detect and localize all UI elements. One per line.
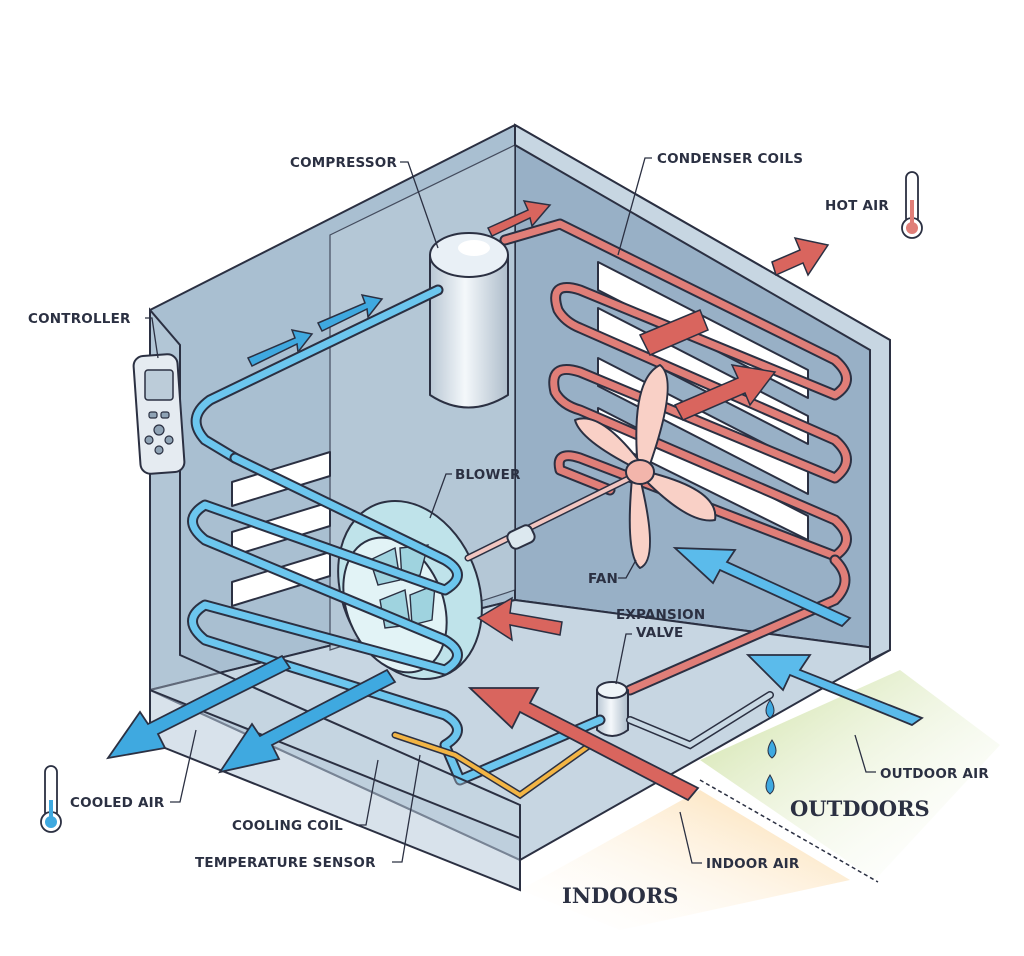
compressor [429, 232, 509, 409]
side-panel-right [514, 123, 891, 662]
indoor-air-label: INDOOR AIR [706, 856, 800, 872]
hot-air-arrow-mid [638, 309, 709, 356]
outdoors-zone-label: OUTDOORS [790, 796, 930, 821]
cooling-coil [187, 452, 606, 786]
boundary-line [699, 779, 879, 883]
outdoor-air-label: OUTDOOR AIR [880, 766, 989, 782]
water-drops [765, 699, 777, 795]
outdoor-ground [700, 670, 1000, 880]
indoor-air-arrow-blower [476, 596, 563, 642]
fan-label: FAN [588, 571, 618, 587]
refrigerant-line-cold [190, 284, 444, 464]
blower-label: BLOWER [455, 467, 521, 483]
hot-air-arrow-fan [673, 364, 777, 421]
fan-blade-bottom [628, 477, 651, 569]
water-drop-icon [765, 699, 775, 719]
labels: COMPRESSOR CONDENSER COILS HOT AIR CONTR… [28, 151, 989, 908]
discharge-arrow [486, 200, 552, 237]
hot-air-label: HOT AIR [825, 198, 889, 214]
cooled-air-arrow-1 [106, 654, 292, 760]
expansion-valve-label-1: EXPANSION [616, 607, 705, 623]
indoors-zone-label: INDOORS [562, 883, 678, 908]
controller-label: CONTROLLER [28, 311, 131, 327]
controller [132, 353, 186, 475]
fan-blade-left [574, 417, 641, 469]
fan [574, 364, 717, 569]
temperature-sensor [391, 731, 594, 800]
fan-blade-right [644, 471, 717, 522]
outdoor-air-arrow-1 [672, 547, 852, 628]
suction-arrow-1 [246, 328, 314, 368]
cooled-air-arrow-2 [218, 668, 397, 774]
condenser-coils-label: CONDENSER COILS [657, 151, 803, 167]
outdoor-air-arrow-2 [745, 654, 924, 727]
airflow-arrows [106, 200, 924, 802]
hot-air-arrow-top [771, 236, 830, 277]
indoor-air-arrow-main [467, 687, 700, 802]
expansion-valve [596, 681, 629, 737]
temperature-sensor-label: TEMPERATURE SENSOR [195, 855, 376, 871]
fan-blade-top [635, 364, 669, 471]
thermometer-hot-icon [901, 171, 923, 239]
compressor-label: COMPRESSOR [290, 155, 397, 171]
thermometer-cold-icon [40, 765, 62, 833]
water-drop-icon [767, 739, 777, 759]
cooling-coil-label: COOLING COIL [232, 818, 343, 834]
expansion-valve-label-2: VALVE [636, 625, 683, 641]
suction-arrow-2 [316, 293, 384, 333]
ground-zones [520, 670, 1000, 930]
water-drop-icon [765, 774, 775, 795]
indoor-ground [520, 790, 850, 930]
cooled-air-label: COOLED AIR [70, 795, 165, 811]
leader-lines [145, 157, 876, 864]
